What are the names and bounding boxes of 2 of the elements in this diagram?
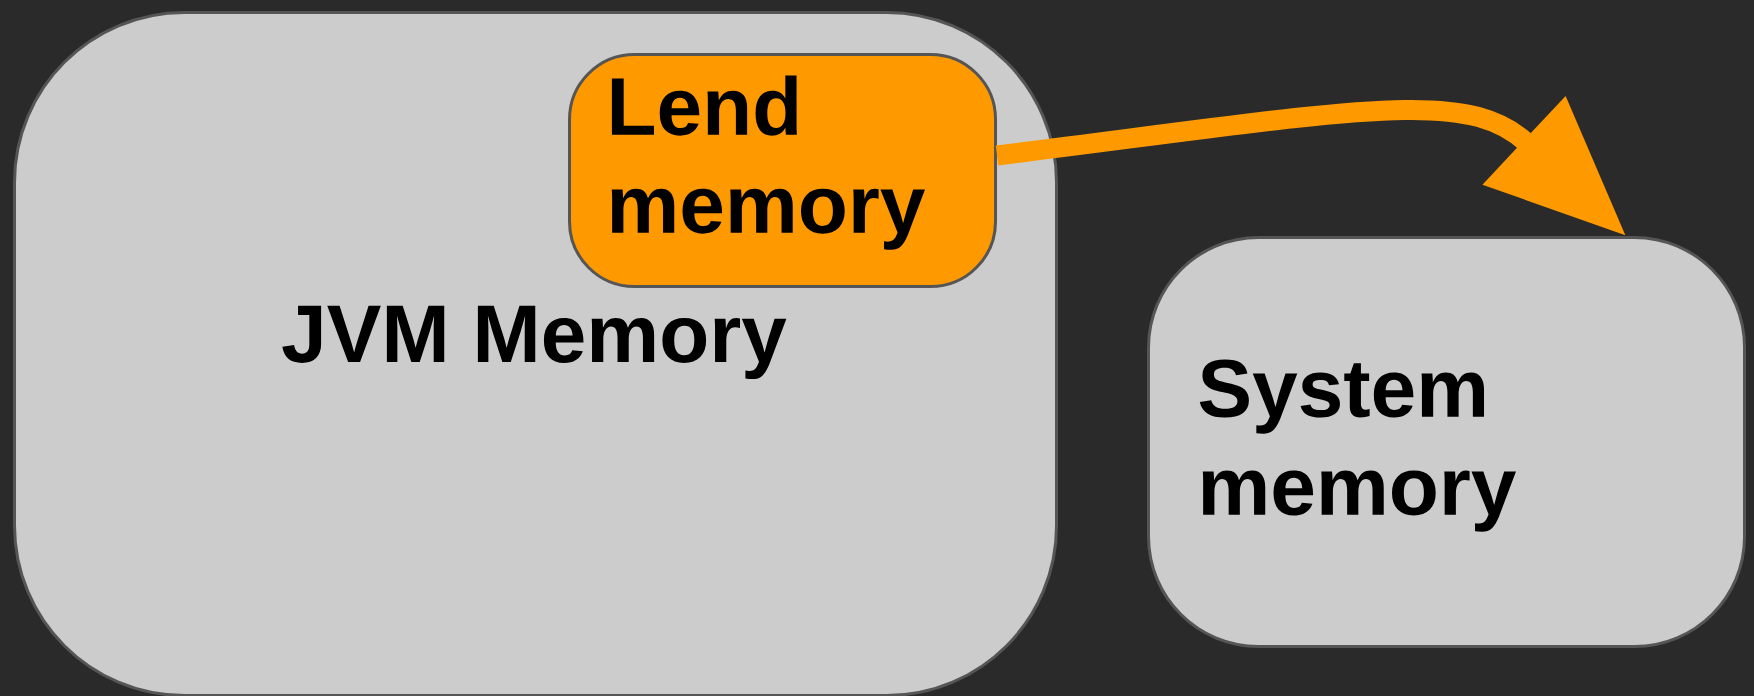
- memory-box: Lend memory: [568, 53, 997, 288]
- memory-region-box: System memory: [1147, 236, 1747, 648]
